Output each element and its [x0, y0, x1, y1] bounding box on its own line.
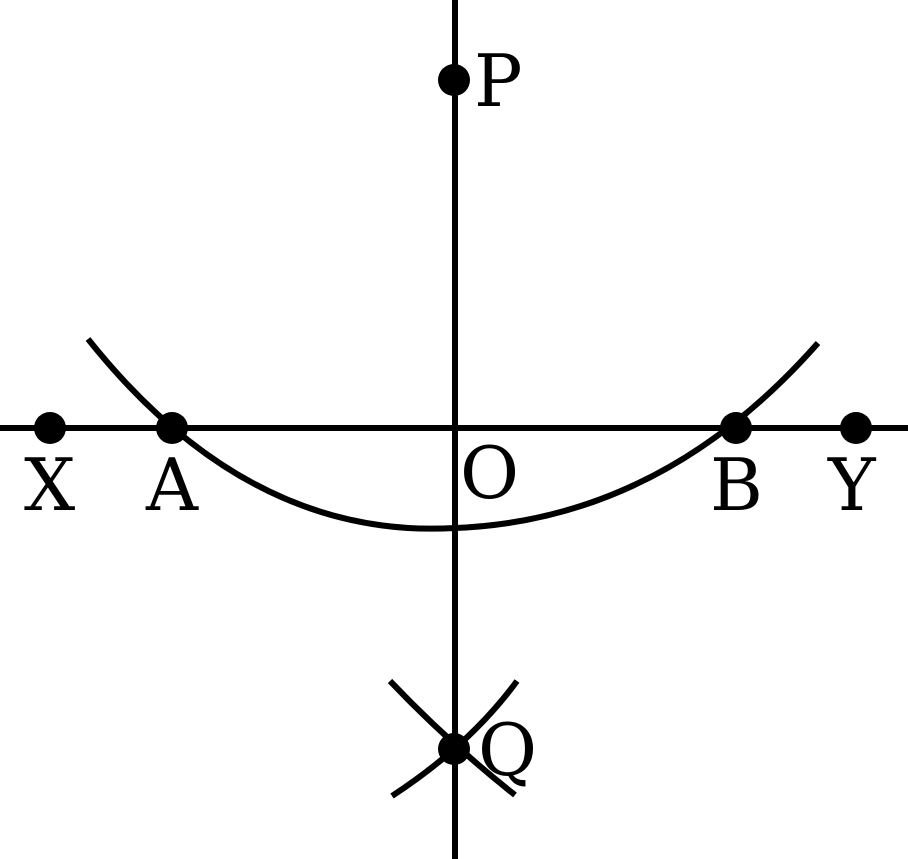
arc-through-a-b [85, 337, 821, 532]
label-p: P [474, 39, 522, 123]
point-x [34, 412, 66, 444]
point-q [438, 733, 470, 765]
point-b [720, 412, 752, 444]
label-b: B [710, 443, 763, 527]
point-p [438, 64, 470, 96]
label-o: O [460, 431, 519, 515]
label-a: A [145, 443, 199, 527]
label-x: X [24, 443, 75, 527]
point-a [156, 412, 188, 444]
label-q: Q [478, 708, 537, 792]
point-y [840, 412, 872, 444]
label-y: Y [827, 443, 877, 527]
